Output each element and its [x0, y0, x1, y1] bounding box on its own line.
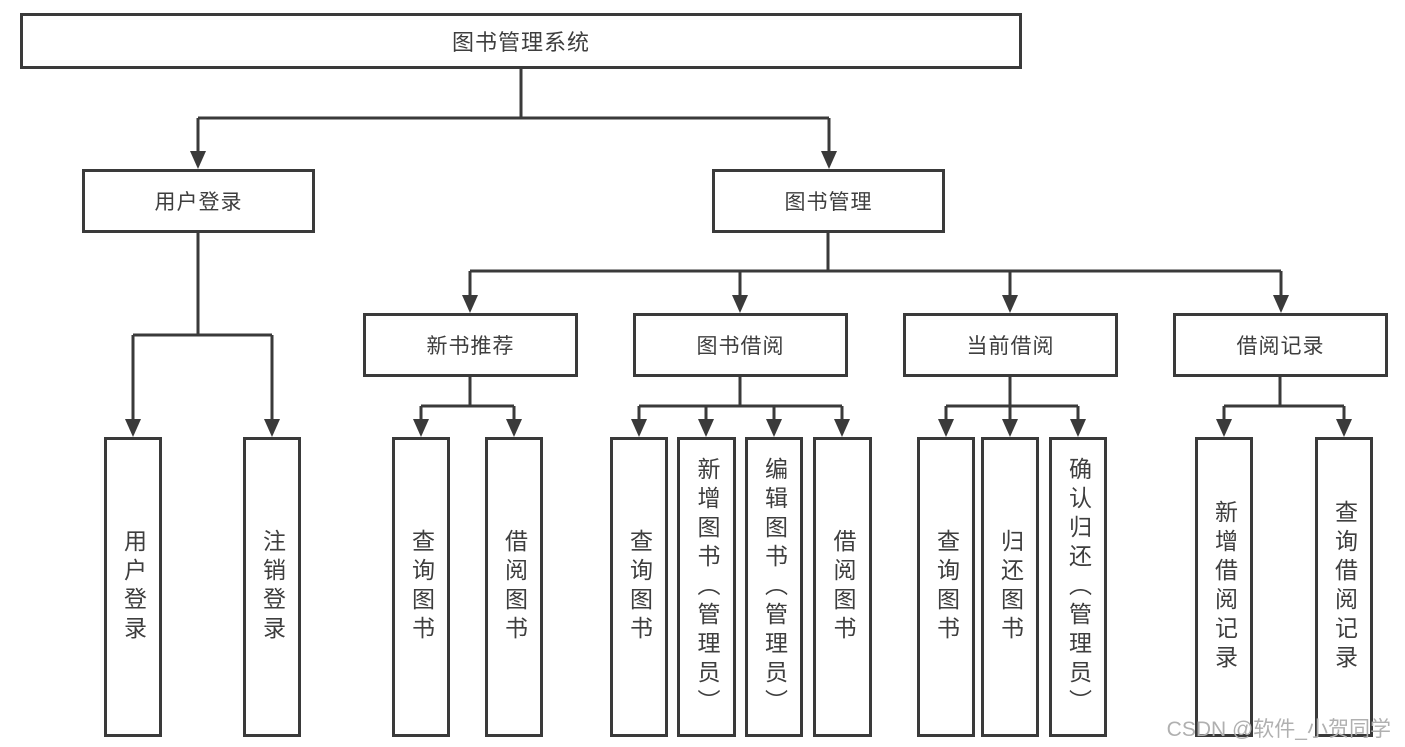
- arrow-down-icon: [732, 295, 748, 313]
- arrow-down-icon: [125, 419, 141, 437]
- connector-root-to-level2: [190, 69, 837, 169]
- connector-user-login-children: [125, 233, 280, 437]
- node-new-book-recommend: 新书推荐: [363, 313, 578, 377]
- arrow-down-icon: [821, 151, 837, 169]
- leaf-query-books-3: 查询图书: [917, 437, 975, 737]
- leaf-query-books-1: 查询图书: [392, 437, 450, 737]
- arrow-down-icon: [1070, 419, 1086, 437]
- arrow-down-icon: [1002, 419, 1018, 437]
- connector-borrow-records-children: [1216, 377, 1352, 437]
- connector-new-books-children: [413, 377, 522, 437]
- arrow-down-icon: [938, 419, 954, 437]
- leaf-query-borrow-record: 查询借阅记录: [1315, 437, 1373, 737]
- arrow-down-icon: [506, 419, 522, 437]
- node-root-system: 图书管理系统: [20, 13, 1022, 69]
- arrow-down-icon: [190, 151, 206, 169]
- arrow-down-icon: [1336, 419, 1352, 437]
- leaf-return-books: 归还图书: [981, 437, 1039, 737]
- connector-book-borrow-children: [631, 377, 850, 437]
- node-current-borrow: 当前借阅: [903, 313, 1118, 377]
- csdn-watermark: CSDN @软件_小贺同学: [1166, 718, 1391, 741]
- arrow-down-icon: [462, 295, 478, 313]
- arrow-down-icon: [766, 419, 782, 437]
- leaf-borrow-books-2: 借阅图书: [813, 437, 872, 737]
- arrow-down-icon: [1002, 295, 1018, 313]
- arrow-down-icon: [1216, 419, 1232, 437]
- connector-book-mgmt-children: [462, 233, 1289, 313]
- arrow-down-icon: [264, 419, 280, 437]
- leaf-query-books-2: 查询图书: [610, 437, 668, 737]
- node-book-borrow: 图书借阅: [633, 313, 848, 377]
- arrow-down-icon: [631, 419, 647, 437]
- leaf-edit-books-admin: 编辑图书（管理员）: [745, 437, 803, 737]
- arrow-down-icon: [834, 419, 850, 437]
- node-borrow-records: 借阅记录: [1173, 313, 1388, 377]
- leaf-logout: 注销登录: [243, 437, 301, 737]
- arrow-down-icon: [698, 419, 714, 437]
- leaf-confirm-return-admin: 确认归还（管理员）: [1049, 437, 1107, 737]
- node-user-login: 用户登录: [82, 169, 315, 233]
- leaf-add-borrow-record: 新增借阅记录: [1195, 437, 1253, 737]
- connector-current-borrow-children: [938, 377, 1086, 437]
- node-book-management: 图书管理: [712, 169, 945, 233]
- leaf-borrow-books-1: 借阅图书: [485, 437, 543, 737]
- leaf-user-login: 用户登录: [104, 437, 162, 737]
- arrow-down-icon: [1273, 295, 1289, 313]
- arrow-down-icon: [413, 419, 429, 437]
- leaf-add-books-admin: 新增图书（管理员）: [677, 437, 736, 737]
